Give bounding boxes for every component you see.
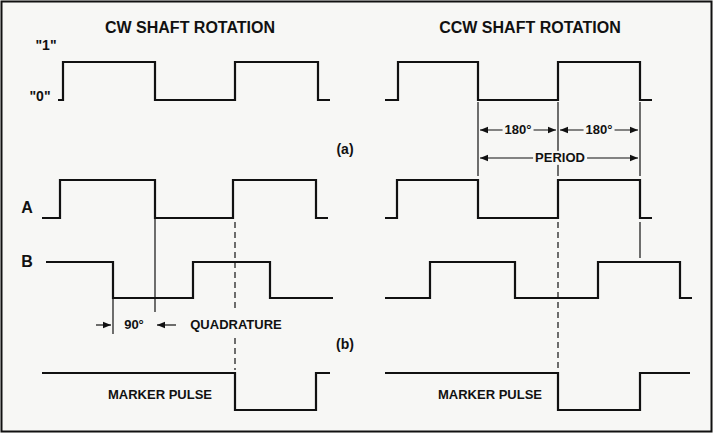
cw-channel-a (42, 180, 328, 218)
reference-line (234, 338, 235, 370)
logic-level: "0" (27, 89, 52, 104)
angle-dimension: 180° (584, 123, 615, 137)
cw-square-wave (58, 62, 330, 100)
quadrature-label: QUADRATURE (188, 318, 283, 332)
heading: CW SHAFT ROTATION (103, 19, 277, 37)
reference-line (557, 222, 558, 370)
figure-part: (b) (334, 337, 356, 352)
signal-name: MARKER PULSE (106, 388, 214, 402)
figure-part: (a) (334, 142, 355, 157)
reference-line (639, 102, 640, 176)
reference-line (154, 218, 155, 312)
cw-marker-pulse (42, 373, 330, 410)
ccw-channel-b (385, 262, 692, 298)
dimension-arrow (96, 324, 111, 325)
dimension-arrow (157, 324, 176, 325)
reference-line (234, 222, 235, 312)
ccw-channel-a (385, 180, 652, 218)
angle-dimension: 180° (503, 123, 534, 137)
angle-dimension: 90° (122, 318, 146, 332)
ccw-marker-pulse (385, 373, 690, 410)
signal-name: B (19, 253, 35, 271)
logic-level: "1" (33, 38, 58, 53)
reference-line (639, 222, 640, 258)
reference-line (112, 298, 113, 334)
reference-line (477, 102, 478, 176)
heading: CCW SHAFT ROTATION (437, 19, 623, 37)
period-dimension: PERIOD (533, 151, 587, 165)
cw-channel-b (46, 262, 333, 298)
signal-name: A (19, 199, 35, 217)
ccw-square-wave (385, 62, 652, 100)
signal-name: MARKER PULSE (436, 388, 544, 402)
